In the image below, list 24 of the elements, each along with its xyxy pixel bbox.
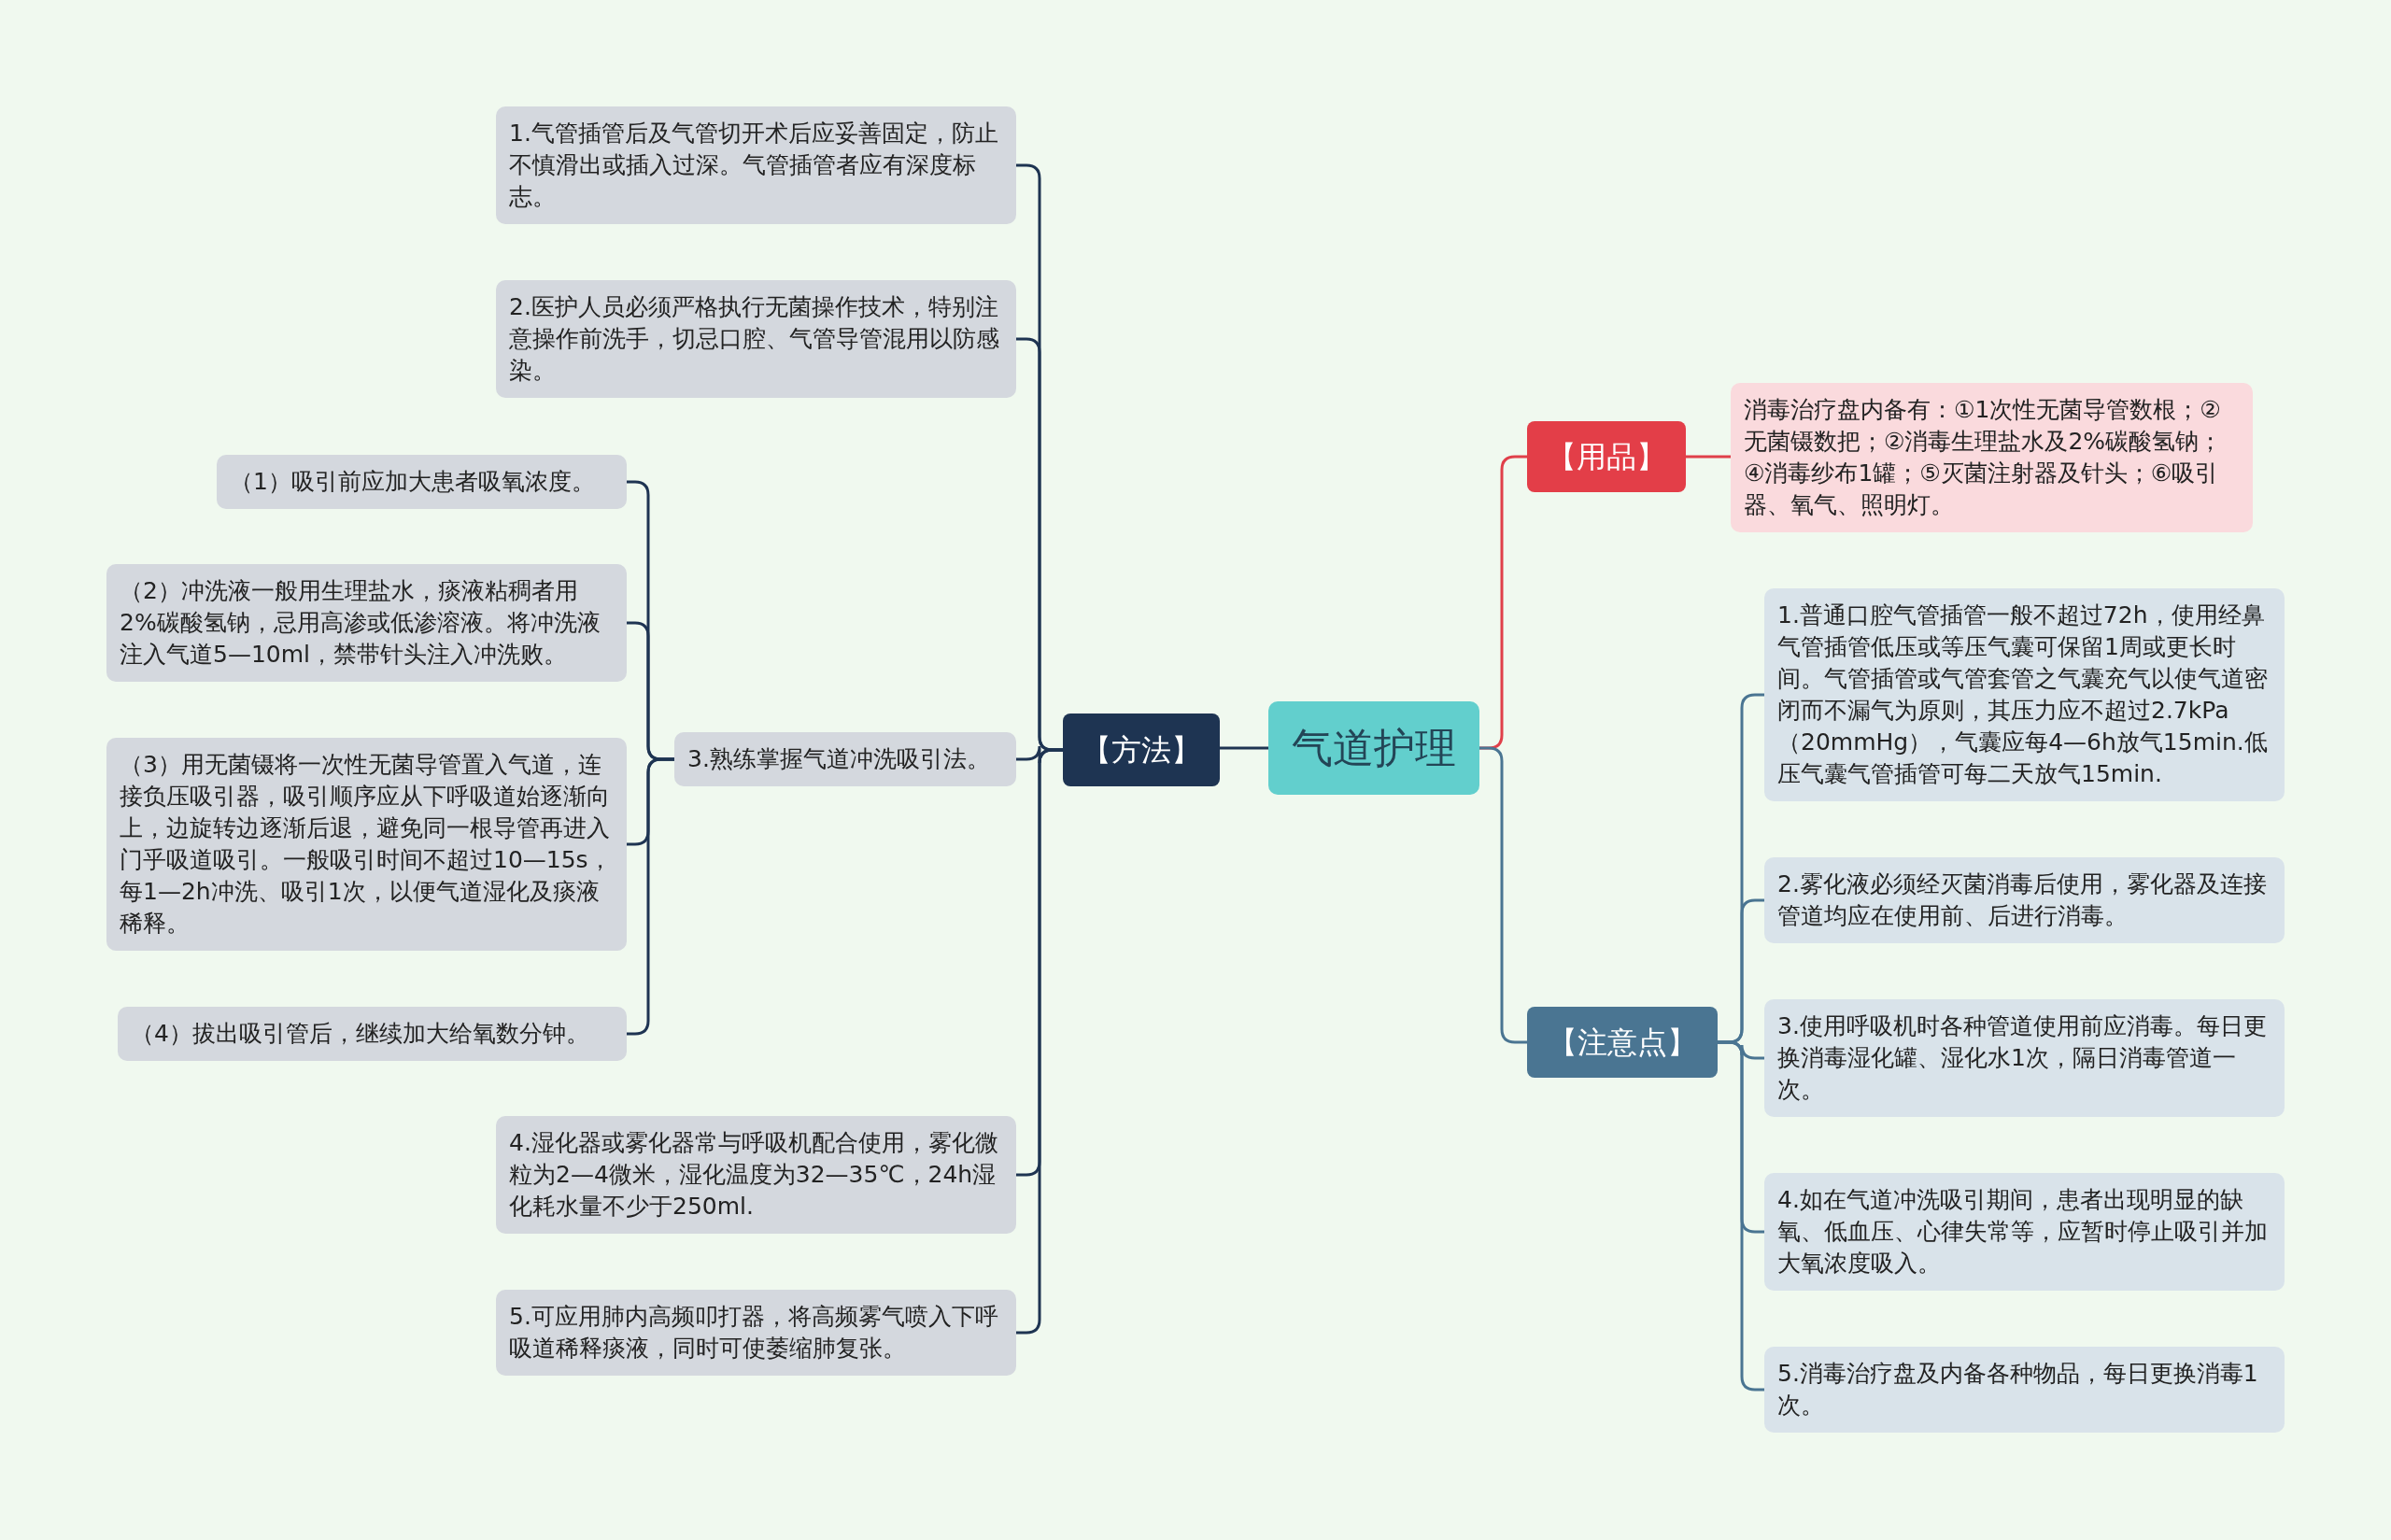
connector-line: [1686, 455, 1731, 459]
central-topic: 气道护理: [1268, 701, 1479, 795]
topic-box: 4.如在气道冲洗吸引期间，患者出现明显的缺氧、低血压、心律失常等，应暂时停止吸引并加大氧浓度吸入。: [1764, 1173, 2285, 1291]
topic-box: 3.使用呼吸机时各种管道使用前应消毒。每日更换消毒湿化罐、湿化水1次，隔日消毒管道一次。: [1764, 999, 2285, 1117]
topic-box: （4）拔出吸引管后，继续加大给氧数分钟。: [118, 1007, 627, 1061]
topic-box: 消毒治疗盘内备有：①1次性无菌导管数根；②无菌镊数把；②消毒生理盐水及2%碳酸氢钠；④消毒纱布1罐；⑤灭菌注射器及针头；⑥吸引器、氧气、照明灯。: [1731, 383, 2253, 532]
topic-box: 3.熟练掌握气道冲洗吸引法。: [674, 732, 1016, 786]
topic-box: 2.医护人员必须严格执行无菌操作技术，特别注意操作前洗手，切忌口腔、气管导管混用以防感染。: [496, 280, 1016, 398]
topic-box: 1.普通口腔气管插管一般不超过72h，使用经鼻气管插管低压或等压气囊可保留1周或更长时间。气管插管或气管套管之气囊充气以使气道密闭而不漏气为原则，其压力应不超过2.7kPa（20mmHg），气囊应每4—6h放气15min.低压气囊气管插管可每二天放气15min.: [1764, 588, 2285, 801]
connector-line: [1718, 1040, 1764, 1392]
topic-box: （3）用无菌镊将一次性无菌导管置入气道，连接负压吸引器，吸引顺序应从下呼吸道始逐渐向上，边旋转边逐渐后退，避免同一根导管再进入门乎吸道吸引。一般吸引时间不超过10—15s，每1—2h冲洗、吸引1次，以便气道湿化及痰液稀释。: [106, 738, 627, 951]
topic-box: 5.可应用肺内高频叩打器，将高频雾气喷入下呼吸道稀释痰液，同时可使萎缩肺复张。: [496, 1290, 1016, 1376]
topic-box: 4.湿化器或雾化器常与呼吸机配合使用，雾化微粒为2—4微米，湿化温度为32—35℃，24h湿化耗水量不少于250ml.: [496, 1116, 1016, 1234]
topic-box: 2.雾化液必须经灭菌消毒后使用，雾化器及连接管道均应在使用前、后进行消毒。: [1764, 857, 2285, 943]
topic-box: 1.气管插管后及气管切开术后应妥善固定，防止不慎滑出或插入过深。气管插管者应有深度标志。: [496, 106, 1016, 224]
branch-box: 【方法】: [1063, 713, 1220, 786]
branch-box: 【用品】: [1527, 421, 1686, 492]
branch-box: 【注意点】: [1527, 1007, 1718, 1078]
connector-line: [627, 757, 674, 1036]
topic-box: （1）吸引前应加大患者吸氧浓度。: [217, 455, 627, 509]
connector-line: [1016, 748, 1063, 1335]
topic-box: 5.消毒治疗盘及内备各种物品，每日更换消毒1次。: [1764, 1347, 2285, 1433]
topic-box: （2）冲洗液一般用生理盐水，痰液粘稠者用2%碳酸氢钠，忌用高渗或低渗溶液。将冲洗液注入气道5—10ml，禁带针头注入冲洗败。: [106, 564, 627, 682]
connector-line: [1220, 746, 1268, 750]
